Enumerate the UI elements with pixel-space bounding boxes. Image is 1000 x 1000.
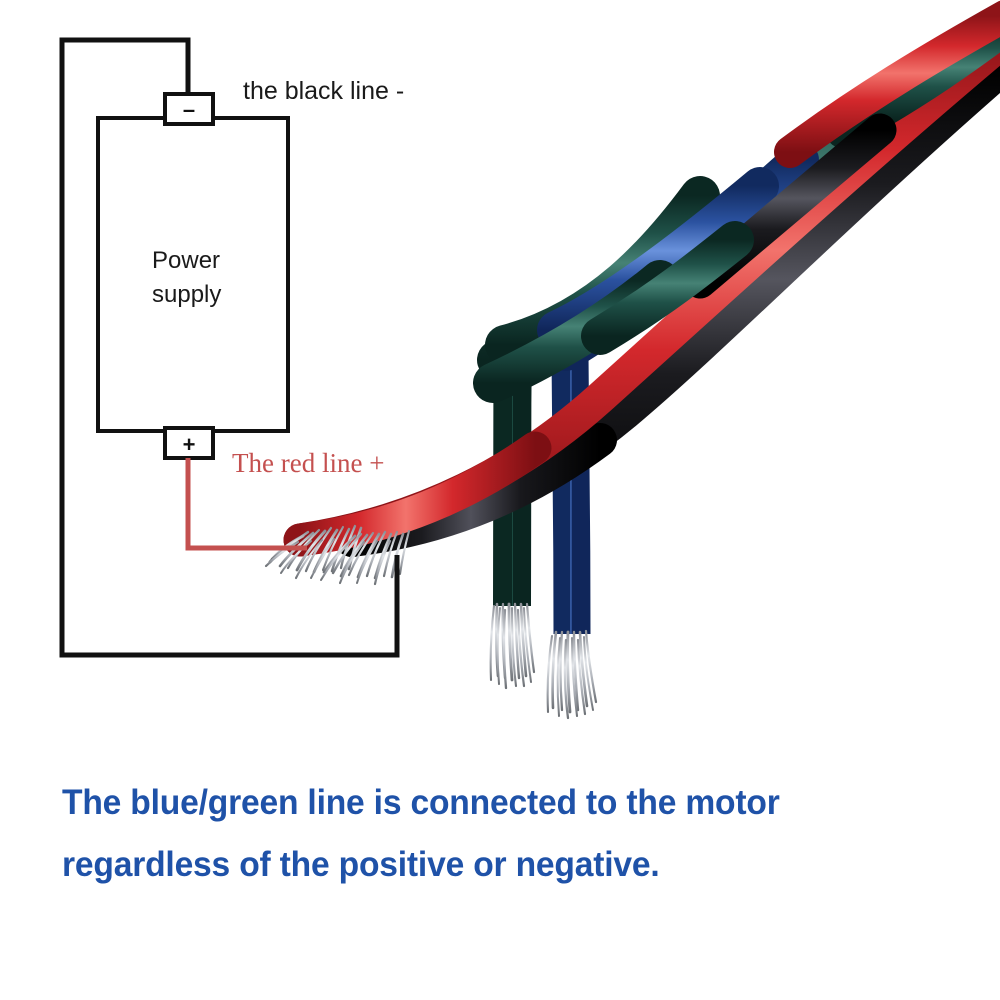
black-line-label: the black line - xyxy=(243,77,404,105)
green-wire-stripped-end xyxy=(489,602,536,690)
red-line-label: The red line + xyxy=(232,448,384,478)
red-wire-front-crossover xyxy=(774,0,1000,168)
power-supply-label-line2: supply xyxy=(152,281,221,308)
power-supply-label-line1: Power xyxy=(152,247,220,274)
caption-line-2: regardless of the positive or negative. xyxy=(62,845,660,884)
positive-terminal-sign: + xyxy=(183,432,196,457)
wire-photo-group xyxy=(264,0,1000,720)
blue-wire-stripped-end xyxy=(546,629,598,720)
caption-block: The blue/green line is connected to the … xyxy=(62,772,962,896)
power-supply-box: Power supply xyxy=(96,116,290,433)
positive-terminal: + xyxy=(163,426,215,460)
caption-line-1: The blue/green line is connected to the … xyxy=(62,783,780,822)
green-wire-lower-loop xyxy=(581,221,754,355)
black-circuit-trace xyxy=(59,37,400,658)
red-circuit-trace xyxy=(185,458,307,551)
negative-terminal-sign: – xyxy=(183,97,195,122)
black-wire-stripped-end xyxy=(320,529,411,586)
negative-terminal: – xyxy=(163,92,215,126)
